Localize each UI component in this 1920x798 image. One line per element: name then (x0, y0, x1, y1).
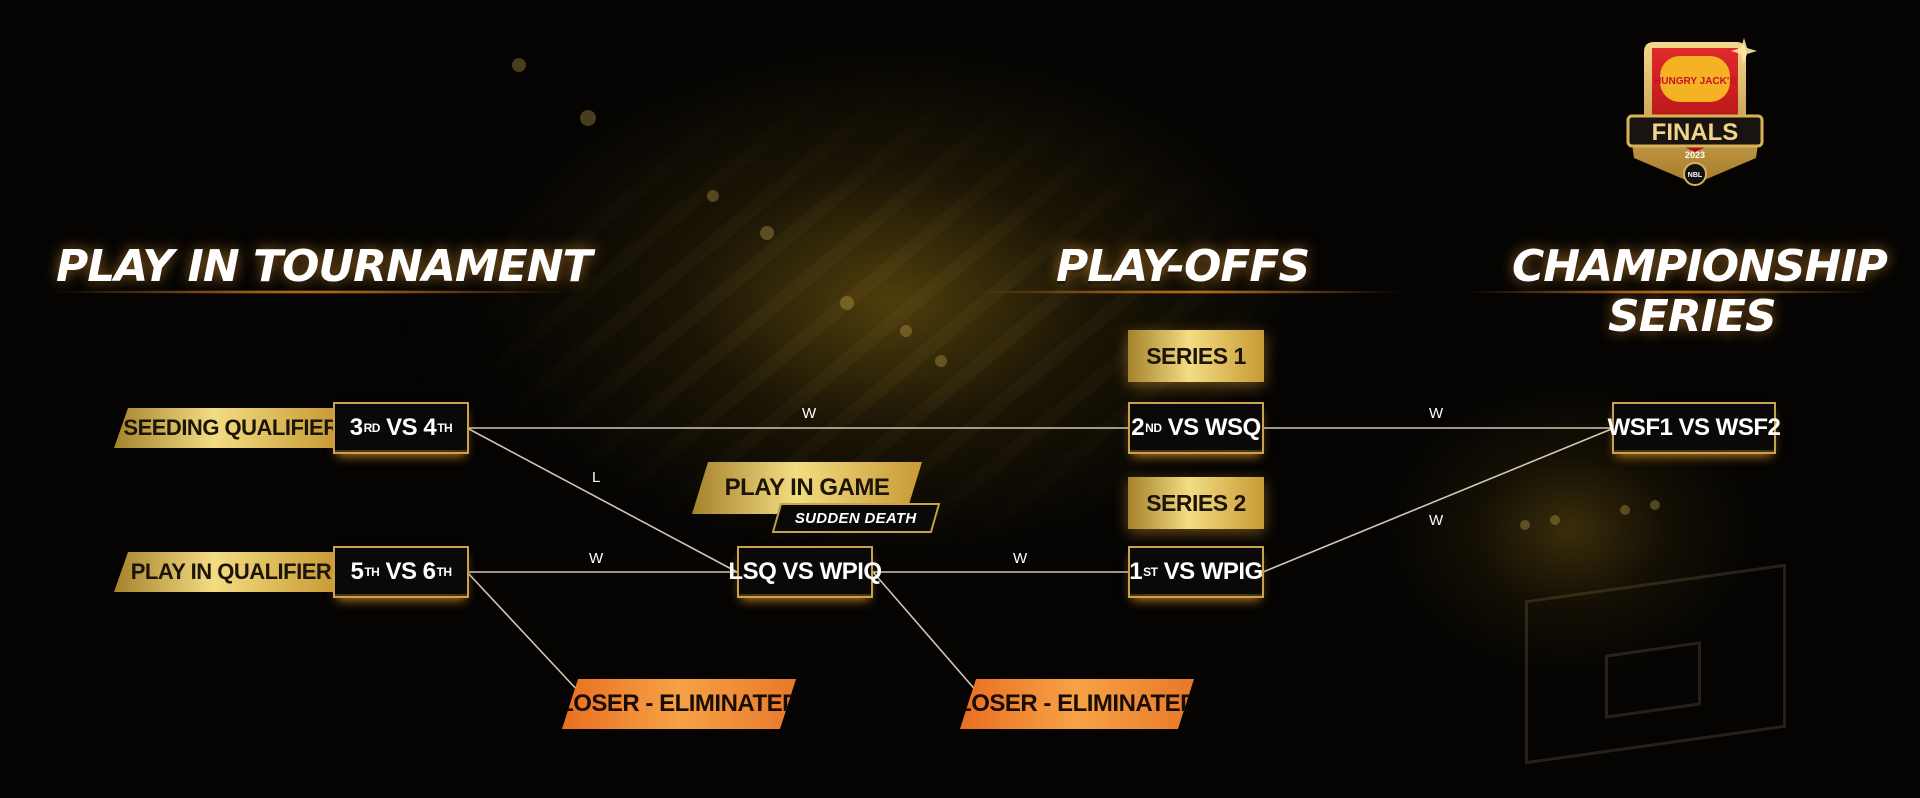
loser-eliminated-tag: LOSER - ELIMINATED (562, 679, 796, 729)
loser-eliminated-label: LOSER - ELIMINATED (559, 690, 799, 718)
result-label-w: W (1429, 512, 1444, 529)
match-label: LSQ VS WPIQ (728, 558, 881, 586)
series-2-tag: SERIES 2 (1128, 477, 1264, 529)
finals-shield-logo: HUNGRY JACK'S FINALS 2023 NBL (1620, 34, 1770, 194)
logo-year-text: 2023 (1685, 150, 1705, 160)
result-label-w: W (802, 405, 817, 422)
match-team-a: 5 (350, 558, 363, 586)
loser-eliminated-label: LOSER - ELIMINATED (957, 690, 1197, 718)
match-lsq-vs-wpiq: LSQ VS WPIQ (737, 546, 873, 598)
match-team-a: 1 (1129, 558, 1142, 586)
logo-event-text: FINALS (1652, 119, 1739, 146)
logo-league-text: NBL (1688, 172, 1703, 179)
result-label-w: W (1429, 405, 1444, 422)
match-team-a: 2 (1131, 414, 1144, 442)
match-vs: VS WSQ (1162, 414, 1261, 442)
sudden-death-label: SUDDEN DEATH (795, 510, 917, 527)
loser-eliminated-tag: LOSER - ELIMINATED (960, 679, 1194, 729)
seeding-qualifier-label: SEEDING QUALIFIER (123, 415, 338, 441)
series-1-label: SERIES 1 (1146, 343, 1246, 370)
match-team-a: 3 (350, 414, 363, 442)
series-1-tag: SERIES 1 (1128, 330, 1264, 382)
play-in-qualifier-tag: PLAY IN QUALIFIER (114, 552, 336, 592)
match-vs: VS (379, 558, 422, 586)
connector-5v6-to-eliminated (467, 572, 580, 693)
logo-brand-text: HUNGRY JACK'S (1654, 76, 1736, 87)
result-label-w: W (589, 550, 604, 567)
match-label: WSF1 VS WSF2 (1608, 414, 1781, 442)
sudden-death-tag: SUDDEN DEATH (772, 503, 941, 533)
result-label-l: L (592, 469, 600, 486)
match-vs: VS WPIG (1157, 558, 1262, 586)
play-in-game-label: PLAY IN GAME (725, 474, 890, 502)
connector-lsq-to-eliminated (873, 572, 978, 693)
match-wsf1-vs-wsf2: WSF1 VS WSF2 (1612, 402, 1776, 454)
match-vs: VS (380, 414, 423, 442)
match-team-b: 6 (423, 558, 436, 586)
series-2-label: SERIES 2 (1146, 490, 1246, 517)
play-in-qualifier-label: PLAY IN QUALIFIER (131, 559, 332, 585)
result-label-w: W (1013, 550, 1028, 567)
match-team-b: 4 (423, 414, 436, 442)
logo-graphic: HUNGRY JACK'S FINALS 2023 NBL (1620, 34, 1770, 194)
connector-1vwpig-to-final (1263, 428, 1614, 572)
seeding-qualifier-tag: SEEDING QUALIFIER (114, 408, 336, 448)
